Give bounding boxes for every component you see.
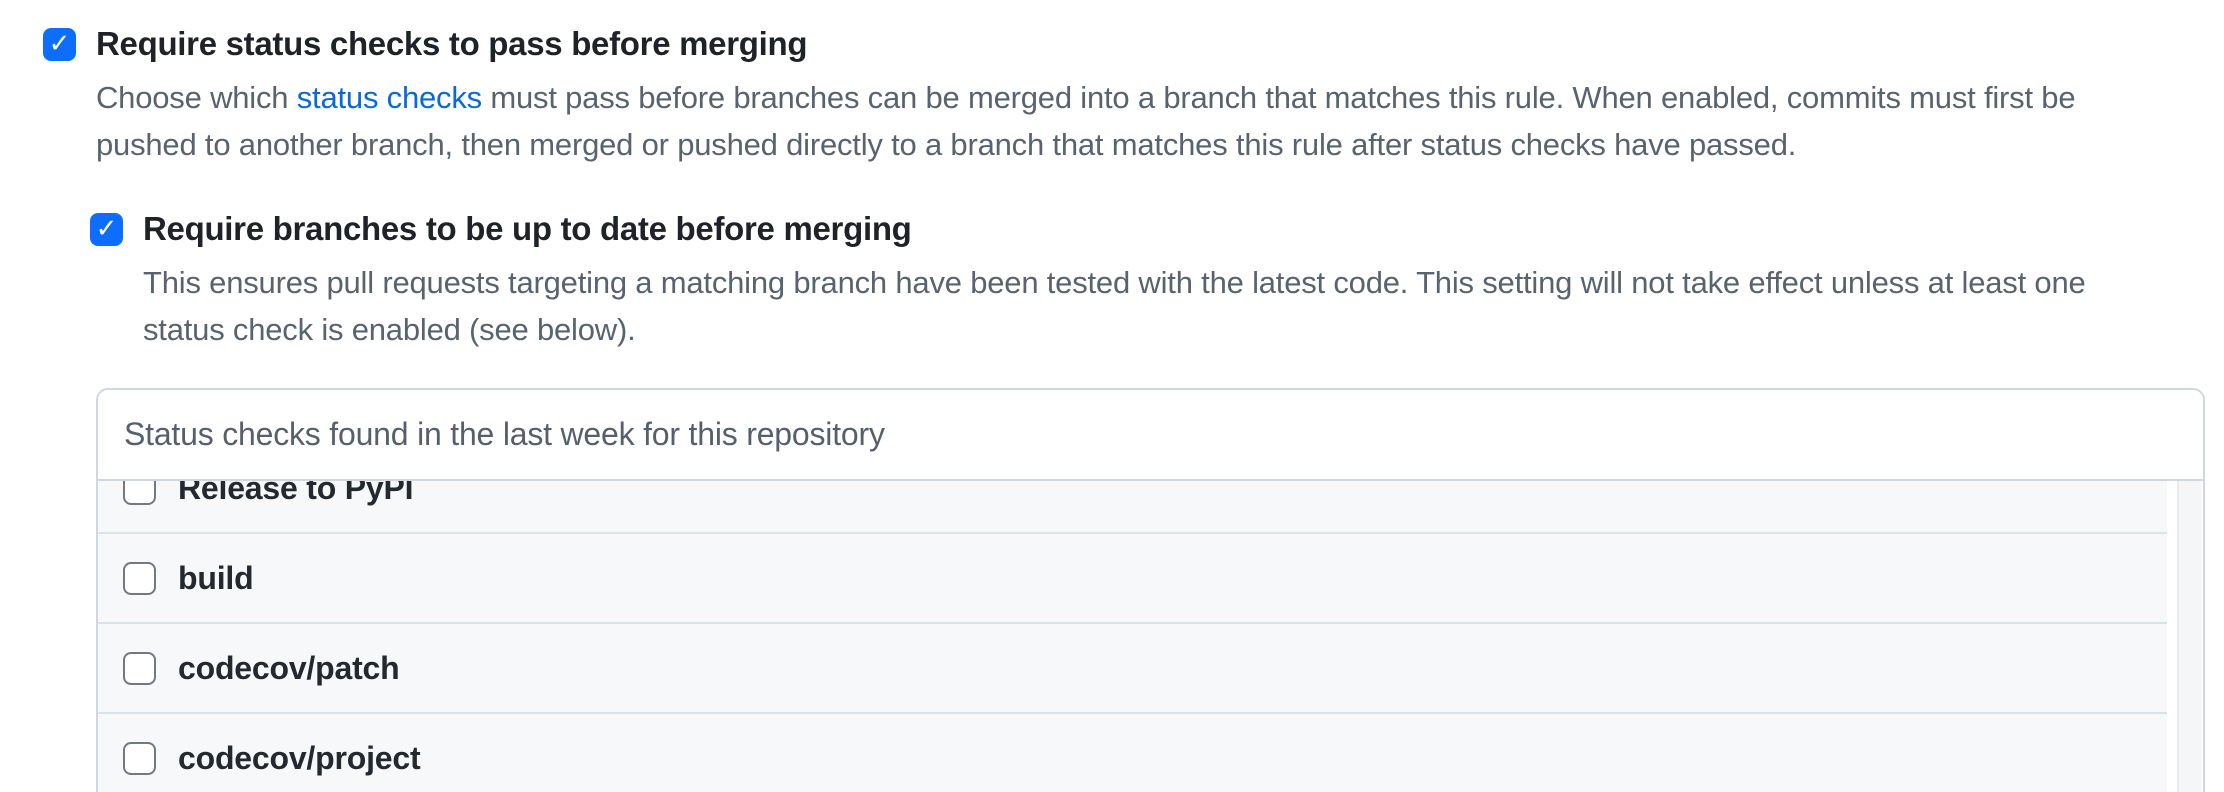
- checkmark-icon: ✓: [95, 213, 118, 244]
- require-up-to-date-description: This ensures pull requests targeting a m…: [143, 265, 2086, 347]
- require-status-checks-label[interactable]: Require status checks to pass before mer…: [96, 25, 808, 62]
- require-status-checks-checkbox[interactable]: ✓: [43, 28, 76, 61]
- status-checks-link[interactable]: status checks: [296, 80, 482, 115]
- status-check-checkbox-codecov-patch[interactable]: [123, 651, 156, 685]
- scrollbar-track[interactable]: [2177, 481, 2201, 792]
- status-checks-list[interactable]: Release to PyPI build codecov/patch code…: [98, 481, 2203, 792]
- status-check-label[interactable]: codecov/patch: [178, 649, 400, 686]
- status-checks-panel: Status checks found in the last week for…: [96, 388, 2205, 792]
- section-require-up-to-date: ✓ Require branches to be up to date befo…: [90, 207, 2138, 353]
- status-check-label[interactable]: Release to PyPI: [178, 481, 414, 506]
- status-checks-panel-header: Status checks found in the last week for…: [98, 390, 2203, 481]
- status-check-row-release-to-pypi: Release to PyPI: [98, 481, 2167, 534]
- checkmark-icon: ✓: [48, 28, 71, 59]
- description-text-before-link: Choose which: [96, 80, 297, 115]
- section-require-status-checks: ✓ Require status checks to pass before m…: [43, 22, 2136, 168]
- require-status-checks-row: ✓ Require status checks to pass before m…: [43, 22, 2136, 66]
- status-check-checkbox-codecov-project[interactable]: [123, 741, 156, 775]
- status-check-checkbox-build[interactable]: [123, 561, 156, 595]
- status-check-label[interactable]: build: [178, 559, 254, 596]
- require-up-to-date-row: ✓ Require branches to be up to date befo…: [90, 207, 2138, 251]
- status-checks-rows: Release to PyPI build codecov/patch code…: [98, 481, 2167, 792]
- require-up-to-date-checkbox[interactable]: ✓: [90, 213, 123, 246]
- status-check-row-build: build: [98, 534, 2167, 624]
- status-check-checkbox-release-to-pypi[interactable]: [123, 481, 156, 505]
- status-check-row-codecov-patch: codecov/patch: [98, 624, 2167, 714]
- status-check-row-codecov-project: codecov/project: [98, 714, 2167, 792]
- status-check-label[interactable]: codecov/project: [178, 739, 421, 776]
- require-up-to-date-label[interactable]: Require branches to be up to date before…: [143, 210, 912, 247]
- description-text-after-link: must pass before branches can be merged …: [96, 80, 2076, 162]
- require-status-checks-description: Choose which status checks must pass bef…: [96, 74, 2136, 168]
